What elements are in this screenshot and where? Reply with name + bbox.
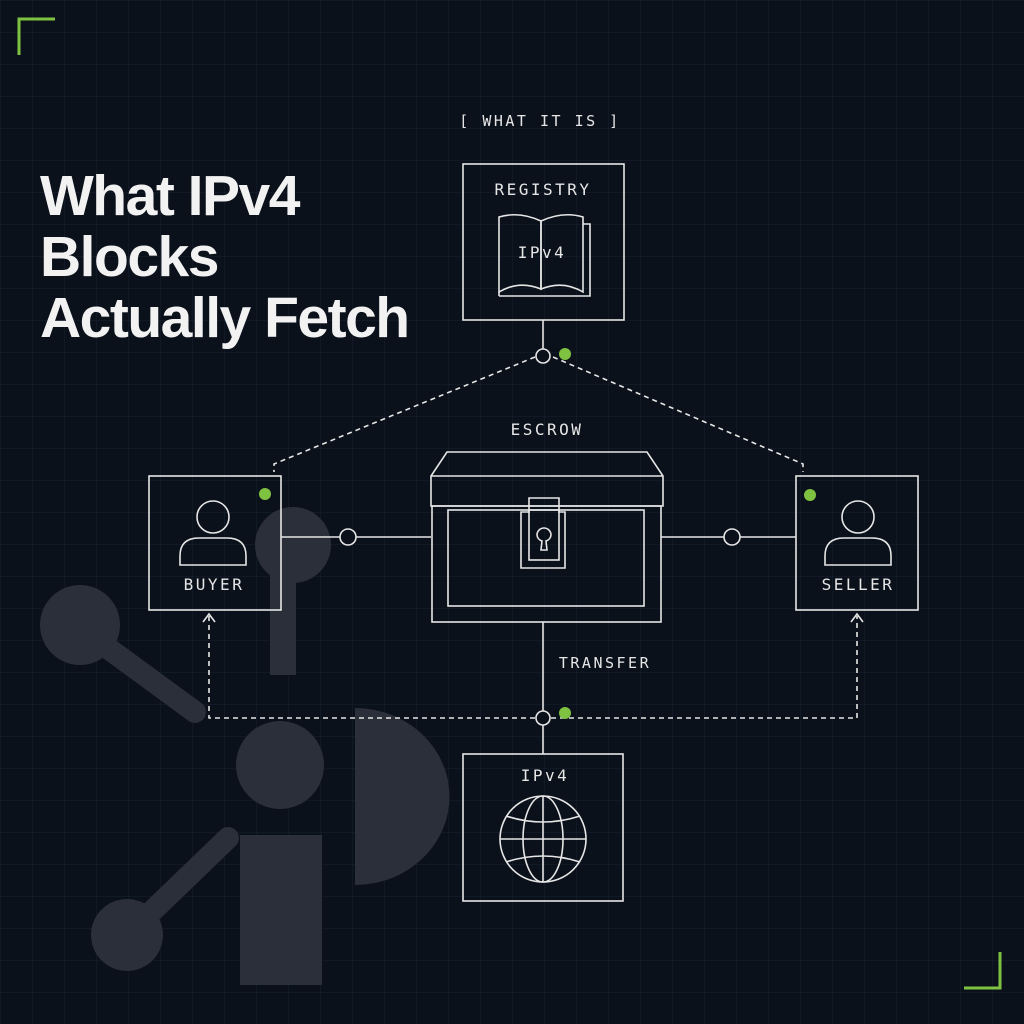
transfer-node (535, 710, 551, 726)
headline: What IPv4 Blocks Actually Fetch (40, 164, 410, 350)
transfer-label: TRANSFER (559, 654, 651, 672)
escrow-label: ESCROW (511, 420, 584, 439)
transfer-to-buyer-link (208, 616, 535, 719)
seller-status-dot (804, 489, 816, 501)
seller-box (795, 475, 919, 611)
registry-to-seller-link (552, 356, 804, 472)
padlock-chest-icon (430, 451, 664, 623)
transfer-status-dot (559, 707, 571, 719)
ip-logo-watermark (40, 507, 450, 985)
book-icon (498, 213, 591, 297)
ipv4-label: IPv4 (521, 766, 570, 785)
ipv4-box (462, 753, 624, 902)
registry-book-text: IPv4 (518, 243, 567, 262)
section-label: [ WHAT IT IS ] (459, 112, 620, 130)
seller-label: SELLER (822, 575, 895, 594)
corner-bracket-top-left (17, 17, 55, 55)
user-icon (179, 500, 247, 566)
buyer-node (339, 528, 357, 546)
headline-line-2: Blocks (40, 225, 219, 289)
arrowhead-buyer (202, 612, 216, 623)
transfer-to-seller-link (551, 616, 858, 719)
arrowhead-seller (850, 612, 864, 623)
buyer-status-dot (259, 488, 271, 500)
registry-label: REGISTRY (494, 180, 591, 199)
buyer-box (148, 475, 282, 611)
registry-to-buyer-link (273, 356, 536, 472)
headline-line-3: Actually Fetch (40, 286, 410, 350)
user-icon (824, 500, 892, 566)
globe-icon (499, 795, 587, 883)
registry-node (535, 348, 551, 364)
corner-bracket-bottom-right (964, 952, 1002, 990)
buyer-label: BUYER (184, 575, 245, 594)
registry-status-dot (559, 348, 571, 360)
headline-line-1: What IPv4 (40, 164, 300, 228)
seller-node (723, 528, 741, 546)
